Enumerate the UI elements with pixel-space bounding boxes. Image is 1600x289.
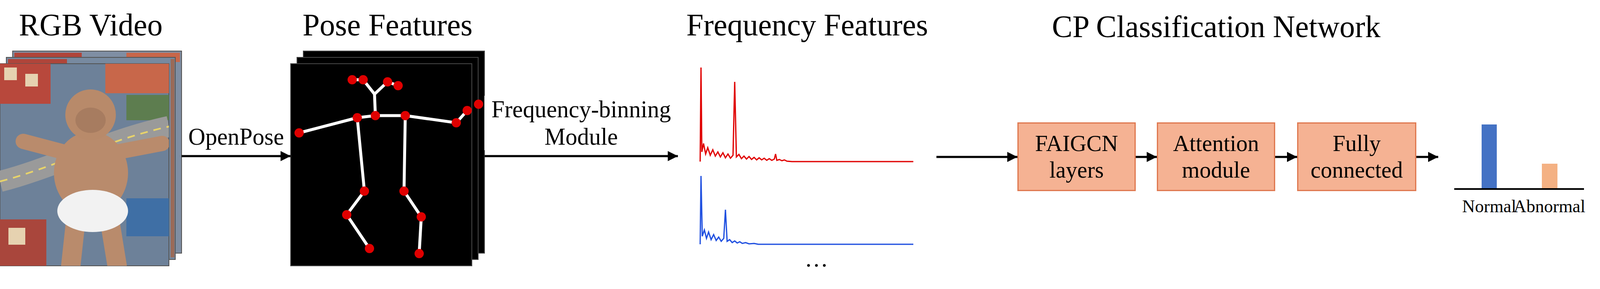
edge-label: Frequency-binning Module [484, 95, 678, 150]
skeleton-part [299, 117, 358, 133]
pose-frames-part [290, 63, 472, 266]
video-frames-part [0, 63, 169, 266]
output-arrow [1416, 156, 1439, 158]
baby-photo-part [126, 94, 169, 121]
box-label: FAIGCN layers [1025, 130, 1128, 183]
baby-photo-part [75, 107, 106, 133]
keypoints-part [359, 186, 370, 196]
keypoints-part [342, 209, 352, 220]
panel-heading: Frequency Features [686, 8, 929, 43]
output-bar-chart-part [1454, 187, 1584, 190]
box-label: Attention module [1165, 130, 1267, 183]
edge-label: OpenPose [186, 123, 286, 150]
section-title: CP Classification Network [1051, 10, 1381, 44]
keypoints-part [382, 77, 393, 87]
keypoints-part [352, 112, 362, 123]
keypoints [294, 74, 484, 258]
class-label: Abnormal [1513, 196, 1586, 216]
baby-photo-part [25, 73, 38, 87]
video-frames [0, 50, 182, 266]
flow-arrow [181, 155, 291, 158]
skeleton-part [404, 115, 422, 254]
baby-photo-part [23, 141, 64, 152]
figure-panel: RGB Video [0, 8, 182, 266]
flow-arrow [1135, 155, 1157, 158]
output-bar-chart-part [1541, 163, 1558, 189]
box-label: Fully connected [1305, 130, 1408, 183]
baby-photo-part [65, 89, 116, 140]
output-arrow-part [1416, 155, 1439, 158]
keypoints-part [399, 186, 409, 196]
keypoints-part [473, 99, 484, 109]
baby-photo-part [105, 63, 169, 94]
output-bar-chart [1454, 124, 1584, 189]
class-label: Normal [1462, 196, 1517, 216]
flow-arrow [1275, 155, 1298, 158]
skeleton-part [357, 115, 406, 118]
keypoints-part [358, 74, 368, 85]
baby-photo-part [117, 143, 163, 152]
figure-panel: Pose Features [290, 8, 485, 266]
spectrum-plots-part [700, 175, 914, 244]
spectrum-plots-part [700, 67, 914, 162]
keypoints-part [370, 110, 380, 121]
flow-arrow [936, 155, 1018, 158]
flow-arrow [484, 155, 678, 158]
baby-photo-part [126, 197, 169, 236]
keypoints-part [462, 105, 472, 116]
panel-heading: RGB Video [18, 8, 163, 43]
video-frames-part [170, 58, 175, 257]
panel-heading: Pose Features [302, 8, 473, 43]
baby-photo-part [4, 67, 17, 81]
keypoints-part [393, 80, 403, 91]
process-box: Attention module [1156, 122, 1276, 191]
baby-photo-part [0, 63, 51, 104]
keypoints-part [347, 74, 357, 85]
output-bar-chart-part [1481, 124, 1497, 189]
keypoints-part [364, 243, 375, 253]
pose-frames [290, 50, 485, 266]
ellipsis: … [804, 245, 829, 272]
skeleton [299, 79, 468, 254]
baby-photo-part [0, 219, 47, 266]
process-box: Fully connected [1297, 122, 1417, 191]
spectrum-plots [700, 67, 914, 244]
baby-photo-part [8, 227, 26, 245]
skeleton-part [346, 117, 370, 249]
keypoints-part [294, 128, 304, 138]
keypoints-part [451, 117, 461, 128]
keypoints-part [400, 110, 410, 121]
baby-photo-part [57, 189, 129, 232]
figure-panel: Frequency Features [677, 8, 937, 266]
baby-photo [0, 63, 169, 266]
keypoints-part [416, 211, 426, 222]
process-box: FAIGCN layers [1017, 122, 1136, 191]
keypoints-part [414, 248, 424, 258]
